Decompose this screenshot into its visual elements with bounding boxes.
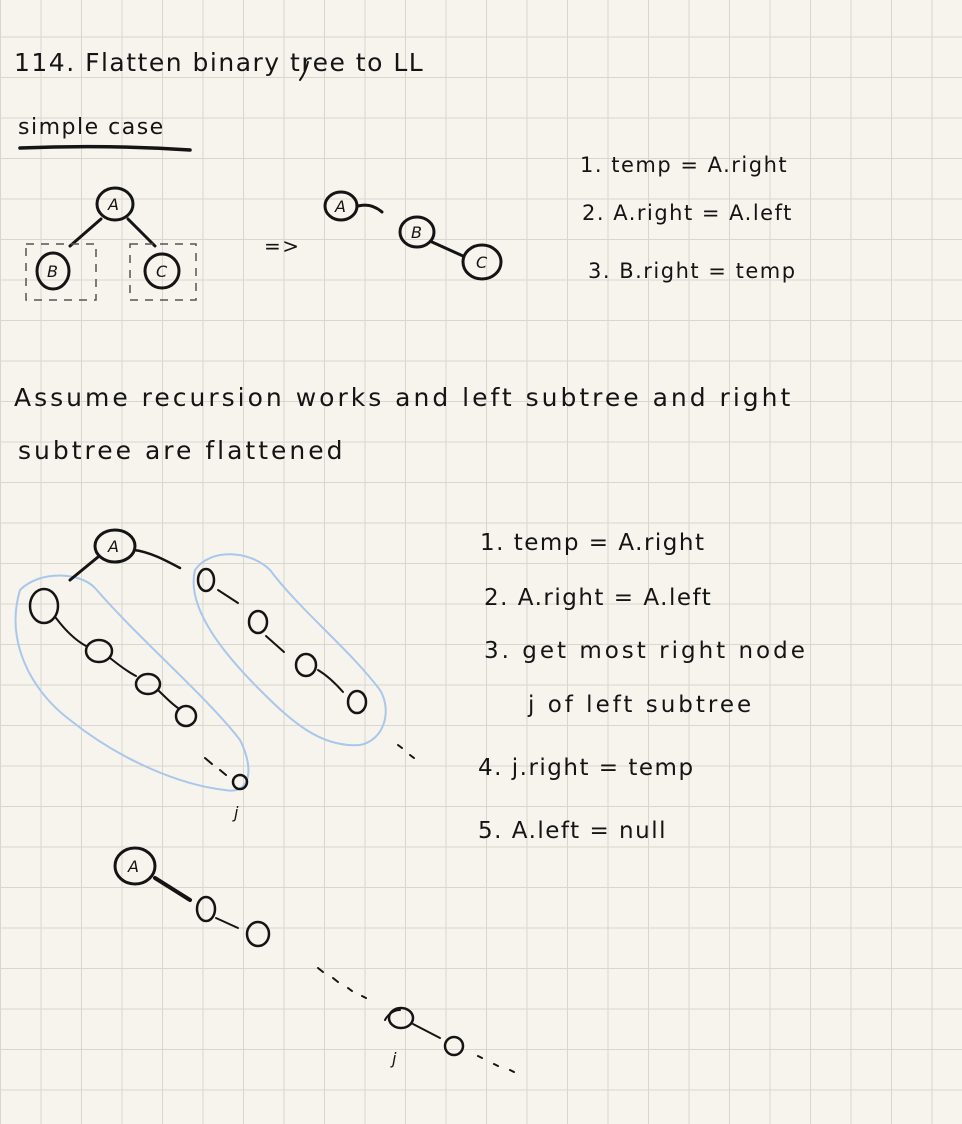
general-step-4: 4. j.right = temp bbox=[478, 755, 695, 781]
assumption-line-2: subtree are flattened bbox=[18, 436, 346, 465]
node-a bbox=[93, 528, 137, 564]
general-flattened-list: A j bbox=[113, 846, 515, 1073]
heading-underline bbox=[18, 144, 192, 152]
simple-tree: A B C bbox=[25, 186, 197, 301]
general-step-3: 3. get most right node bbox=[484, 638, 808, 664]
node-c bbox=[143, 252, 181, 290]
node-j-label: j bbox=[232, 803, 239, 822]
transform-arrow: => bbox=[264, 234, 301, 258]
node-c-label: C bbox=[476, 253, 488, 272]
page-title: 114. Flatten binary tree to LL bbox=[14, 48, 425, 77]
node-j bbox=[231, 773, 249, 791]
node-c-label: C bbox=[156, 262, 168, 281]
right-subtree-box bbox=[129, 243, 197, 301]
general-step-2: 2. A.right = A.left bbox=[484, 585, 713, 611]
general-step-1: 1. temp = A.right bbox=[480, 530, 706, 556]
simple-step-1: 1. temp = A.right bbox=[580, 153, 789, 177]
node-j bbox=[387, 1006, 415, 1030]
simple-flattened-list: A B C bbox=[323, 190, 503, 281]
title-ink-stroke bbox=[299, 61, 309, 81]
node-a-label: A bbox=[107, 195, 119, 214]
node-a-label: A bbox=[127, 857, 139, 876]
right-subtree-outline bbox=[192, 553, 387, 747]
simple-step-3: 3. B.right = temp bbox=[588, 259, 797, 283]
node-c bbox=[461, 243, 503, 281]
left-subtree-outline bbox=[14, 574, 250, 792]
general-tree: A j bbox=[14, 528, 415, 822]
section-heading-simple-case: simple case bbox=[18, 115, 165, 140]
node-j-label: j bbox=[390, 1049, 397, 1068]
general-step-3-continued: j of left subtree bbox=[528, 692, 755, 718]
node-b-label: B bbox=[411, 223, 422, 242]
general-step-5: 5. A.left = null bbox=[478, 818, 667, 844]
left-subtree-box bbox=[25, 243, 97, 301]
assumption-line-1: Assume recursion works and left subtree … bbox=[14, 383, 794, 412]
node-a-label: A bbox=[334, 197, 346, 216]
node-a bbox=[95, 186, 135, 222]
node-b bbox=[35, 251, 71, 291]
node-a-label: A bbox=[107, 537, 119, 556]
node-b-label: B bbox=[47, 262, 58, 281]
node-a bbox=[113, 846, 157, 886]
simple-step-2: 2. A.right = A.left bbox=[582, 201, 793, 225]
node-b bbox=[398, 215, 436, 249]
